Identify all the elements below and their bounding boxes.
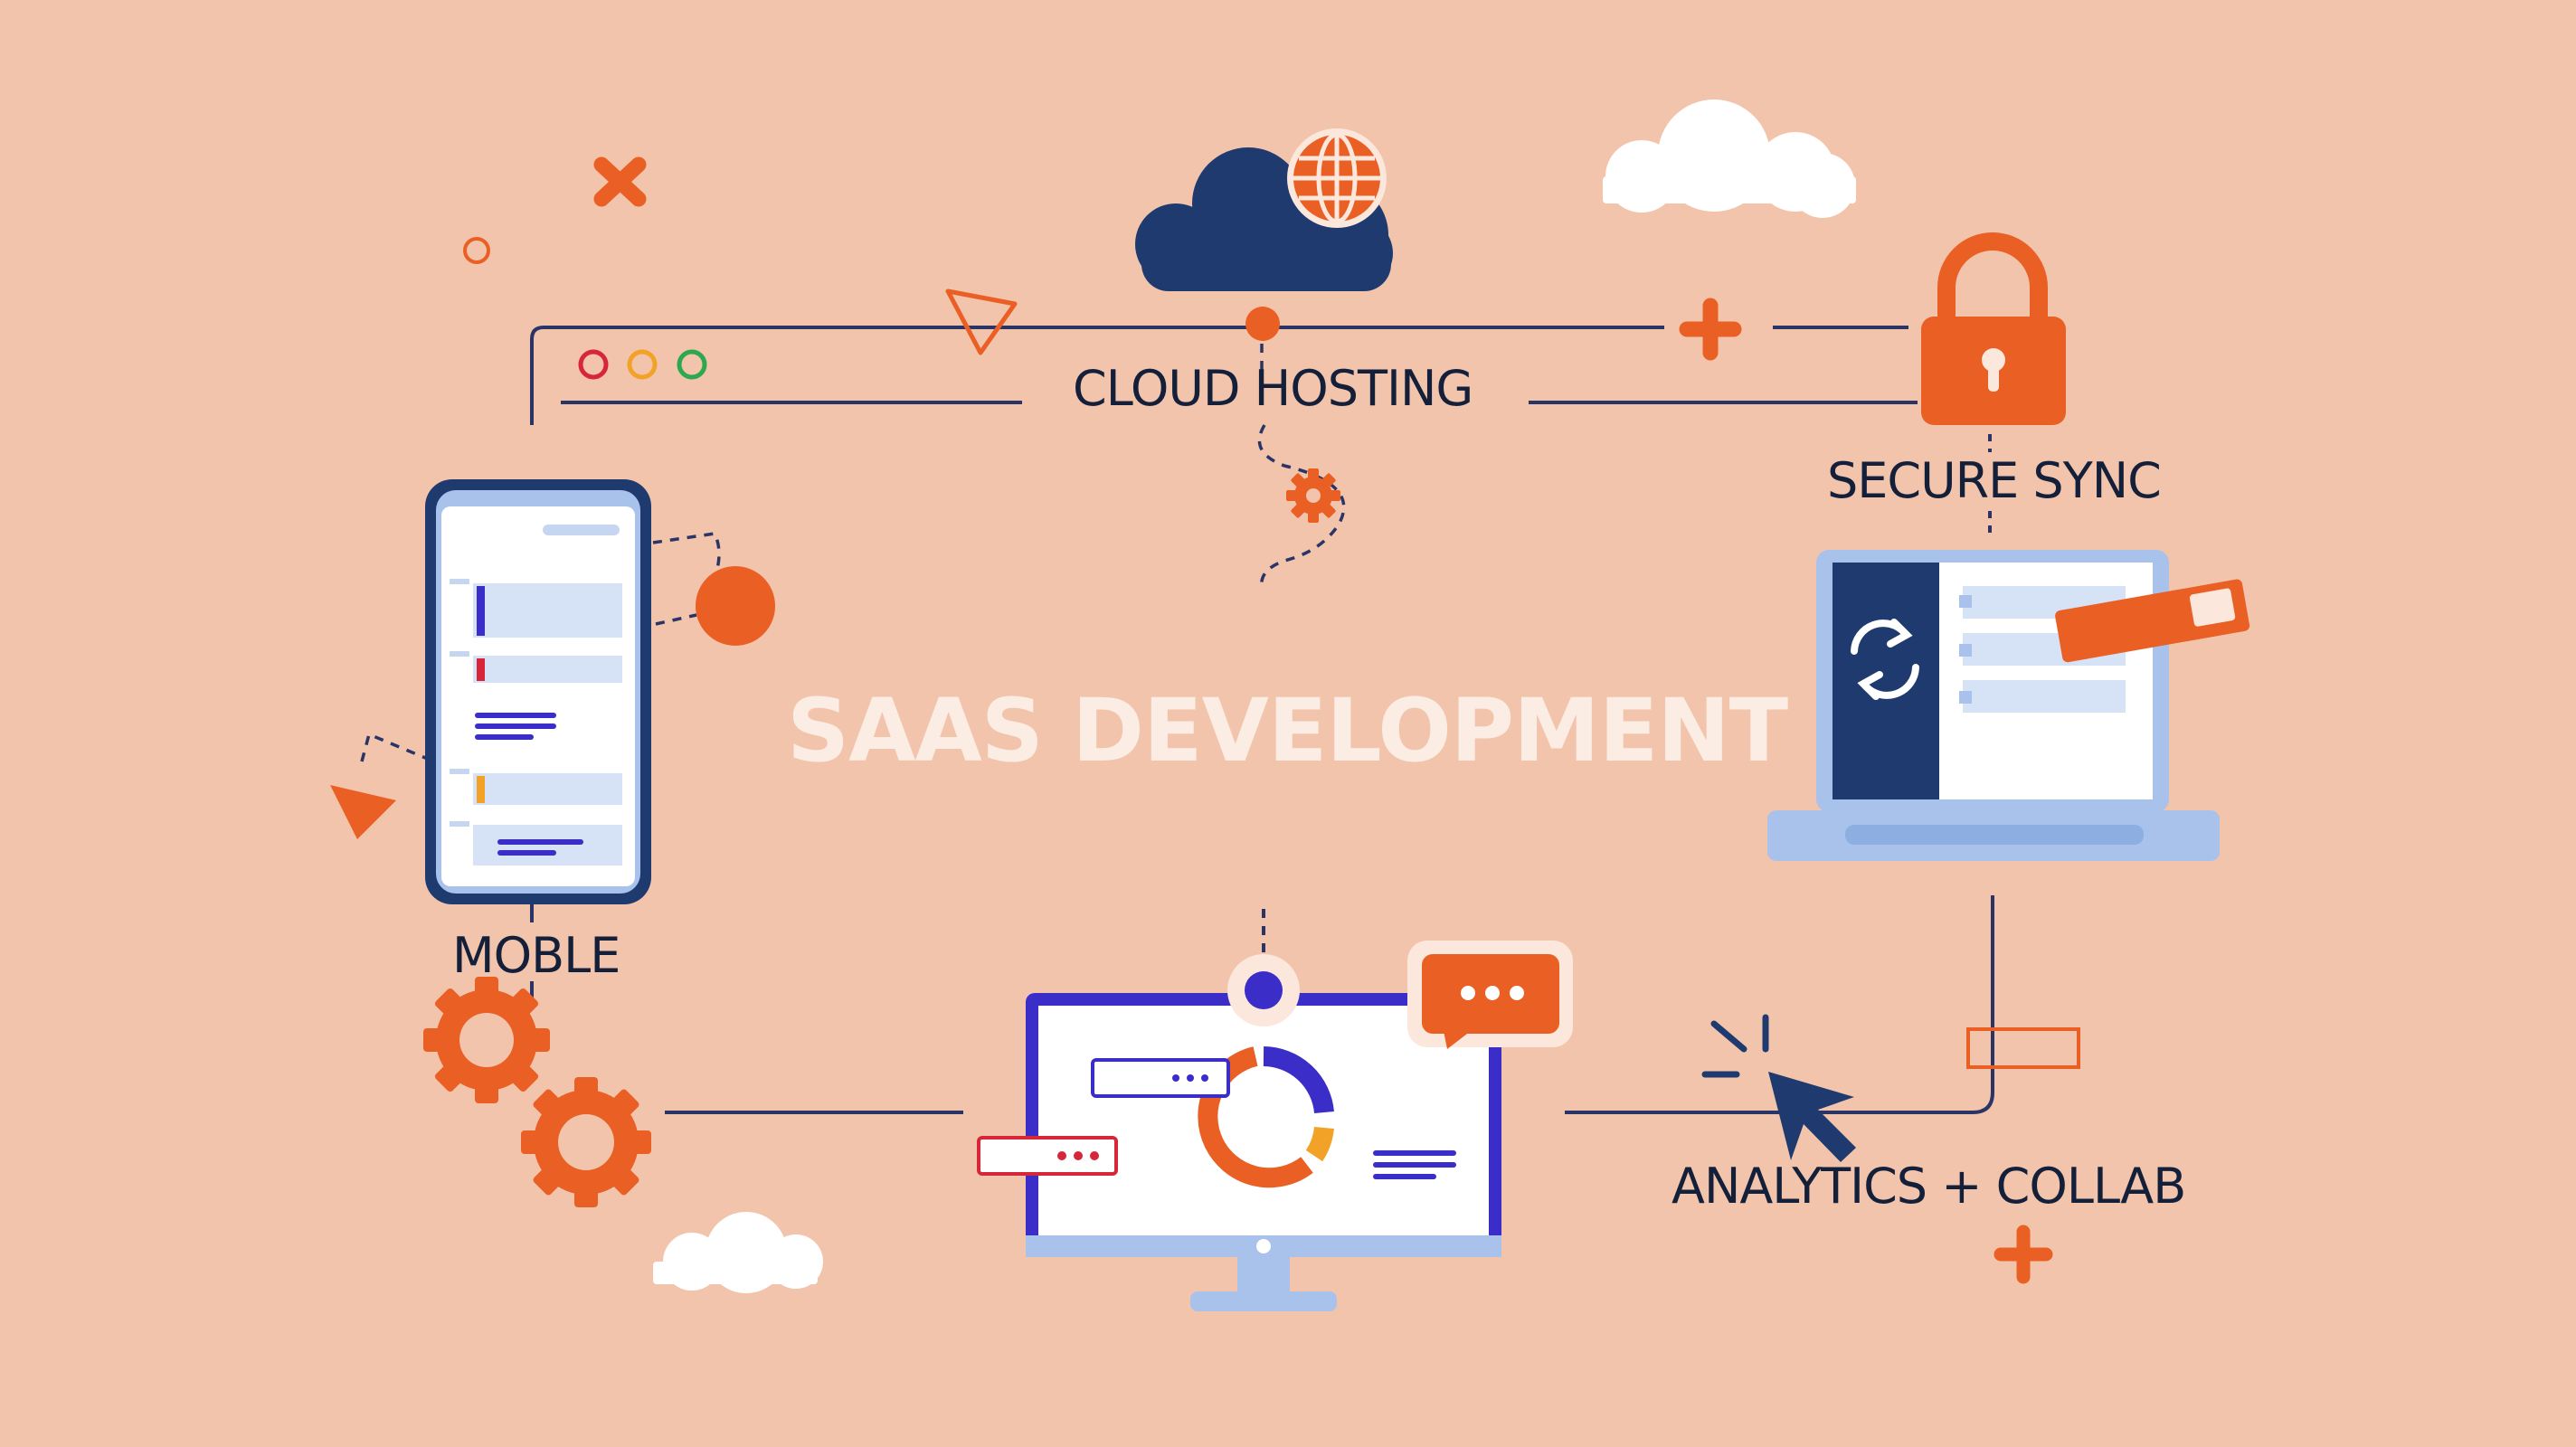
globe-icon	[1287, 128, 1387, 228]
sync-icon	[1851, 619, 1919, 700]
outline-triangle-icon	[945, 288, 1018, 355]
input-pill-icon	[977, 1136, 1118, 1176]
orange-dot	[1245, 307, 1280, 341]
outline-box	[1966, 1027, 2080, 1069]
browser-dots	[578, 349, 707, 380]
padlock-icon	[1921, 232, 2066, 425]
gear-icon	[423, 977, 550, 1103]
small-ring	[463, 237, 490, 264]
smartphone-icon	[425, 479, 651, 904]
user-node-icon	[1227, 954, 1300, 1026]
orange-tag-icon	[2055, 579, 2250, 663]
label-mobile: MOBLE	[452, 927, 620, 984]
orange-node	[696, 566, 775, 646]
connector-lines	[530, 326, 1994, 1114]
close-icon	[593, 156, 647, 207]
gear-icon	[1286, 468, 1340, 523]
page-title: SAAS DEVELOPMENT	[787, 680, 1788, 781]
label-cloud-hosting: CLOUD HOSTING	[1073, 360, 1473, 417]
progress-pill-icon	[1091, 1058, 1230, 1098]
cursor-icon	[1701, 1014, 1856, 1162]
plus-icon	[1994, 1225, 2053, 1284]
chat-bubble-icon	[1407, 941, 1573, 1049]
plus-icon	[1679, 298, 1742, 361]
cloud-icon	[1603, 99, 1856, 218]
label-analytics-collab: ANALYTICS + COLLAB	[1672, 1158, 2186, 1215]
label-secure-sync: SECURE SYNC	[1827, 452, 2162, 509]
cloud-icon	[653, 1212, 823, 1293]
monitor-icon	[1026, 993, 1501, 1311]
dashed-links	[360, 344, 1346, 762]
filled-triangle-icon	[330, 785, 396, 839]
gear-icon	[521, 1077, 651, 1207]
